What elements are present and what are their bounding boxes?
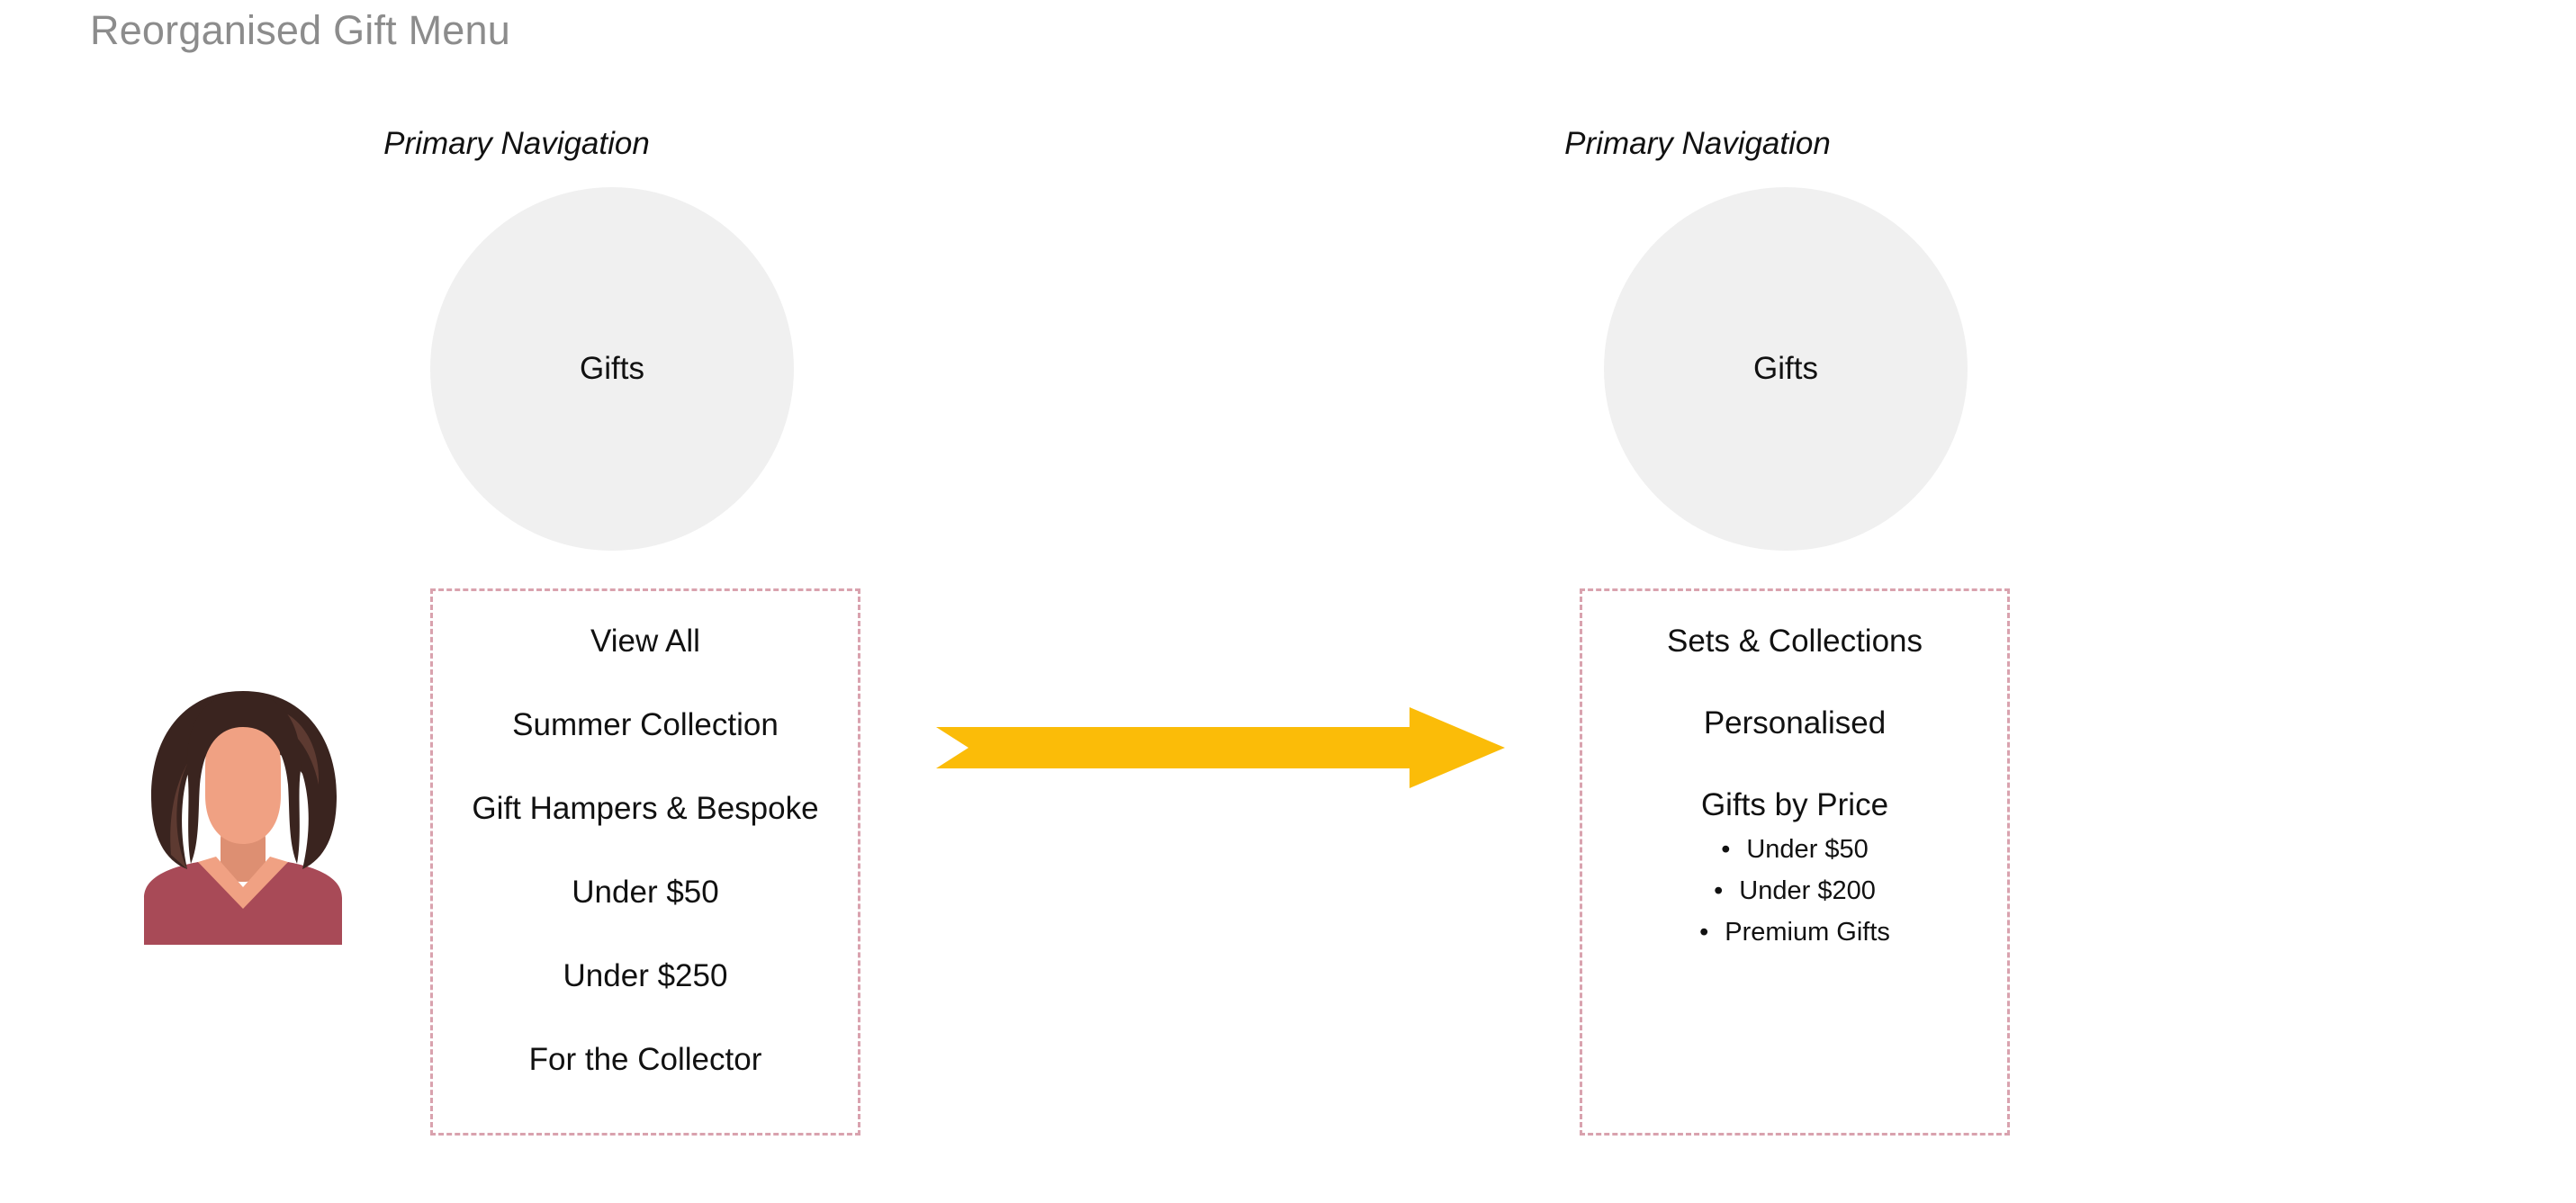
after-column-header: Primary Navigation [1564, 126, 1831, 161]
customer-persona-avatar [135, 684, 351, 945]
face-shape [205, 714, 281, 844]
after-menu-list: Sets & Collections Personalised Gifts by… [1582, 591, 2007, 946]
page-title: Reorganised Gift Menu [90, 7, 510, 53]
after-primary-nav-circle[interactable]: Gifts [1604, 187, 1968, 551]
before-primary-nav-circle[interactable]: Gifts [430, 187, 794, 551]
menu-item[interactable]: For the Collector [528, 1042, 762, 1077]
vneck-shape [198, 857, 288, 909]
before-primary-nav-label: Gifts [580, 351, 644, 386]
menu-item[interactable]: Gifts by Price [1700, 787, 1889, 822]
menu-sub-item[interactable]: • Under $50 [1582, 837, 2007, 863]
menu-item[interactable]: Summer Collection [512, 707, 779, 742]
menu-sublist: •Under $50 •Under $200 •Premium Gifts [1582, 837, 2007, 946]
menu-sub-item-label: Under $50 [1746, 835, 1869, 864]
menu-item[interactable]: Personalised [1703, 705, 1887, 741]
menu-sub-item-label: Premium Gifts [1725, 918, 1890, 947]
bullet-icon: • [1699, 918, 1709, 947]
before-menu-panel: View All Summer Collection Gift Hampers … [430, 588, 860, 1136]
menu-sub-item-label: Under $200 [1739, 876, 1876, 905]
after-primary-nav-label: Gifts [1753, 351, 1818, 386]
before-menu-list: View All Summer Collection Gift Hampers … [433, 591, 858, 1075]
before-column-header: Primary Navigation [383, 126, 650, 161]
bullet-icon: • [1721, 835, 1731, 864]
menu-item[interactable]: Gift Hampers & Bespoke [472, 791, 819, 826]
menu-group: Sets & Collections [1582, 625, 2007, 657]
menu-item[interactable]: Sets & Collections [1666, 624, 1923, 659]
menu-sub-item[interactable]: • Premium Gifts [1582, 920, 2007, 946]
after-menu-panel: Sets & Collections Personalised Gifts by… [1580, 588, 2010, 1136]
menu-item[interactable]: Under $250 [563, 958, 728, 993]
arrow-shape [936, 707, 1505, 788]
hair-highlight-left [170, 758, 191, 869]
menu-item[interactable]: View All [590, 624, 700, 659]
menu-group: Personalised [1582, 707, 2007, 739]
hair-front-shape [186, 693, 302, 864]
transformation-arrow-icon [932, 707, 1509, 788]
menu-group: Gifts by Price •Under $50 •Under $200 •P… [1582, 789, 2007, 946]
bullet-icon: • [1714, 876, 1724, 905]
menu-item[interactable]: Under $50 [572, 875, 719, 910]
menu-sub-item[interactable]: • Under $200 [1582, 878, 2007, 904]
